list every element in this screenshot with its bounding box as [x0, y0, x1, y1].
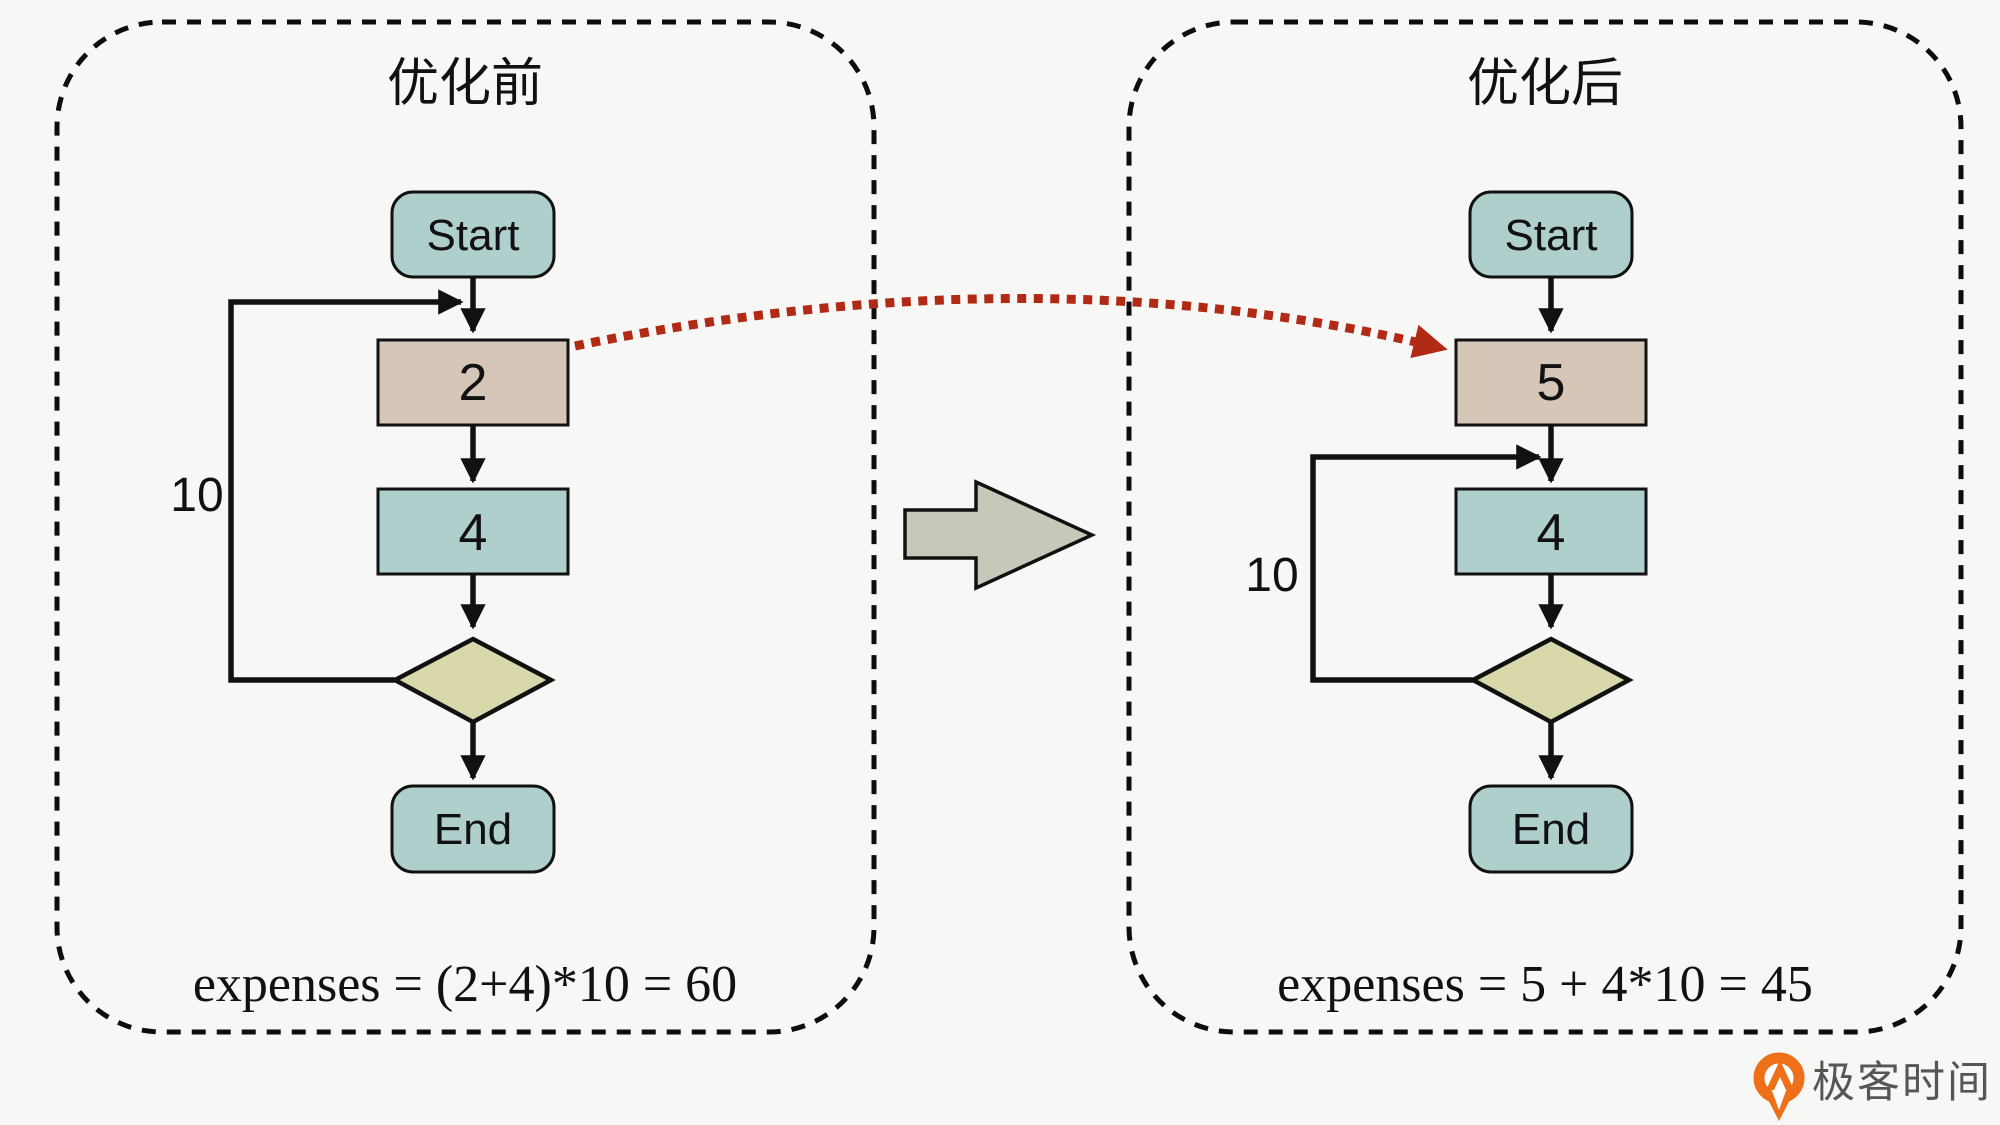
before-formula: expenses = (2+4)*10 = 60: [193, 956, 737, 1013]
before-panel-border: [54, 19, 877, 1035]
after-panel: 优化后 Start 5 4 End 10 expenses = 5 + 4*10…: [1126, 19, 1964, 1035]
before-loop-count: 10: [170, 469, 223, 522]
geektime-logo: 极客时间: [1753, 1052, 1992, 1121]
after-loop-count: 10: [1245, 549, 1298, 602]
before-loop-back-arrow: [228, 289, 464, 683]
logo-inner-arrow-notch: [1774, 1077, 1786, 1090]
before-panel: 优化前 Start 2 4 End 10 expenses = (2+4)*10…: [54, 19, 877, 1035]
after-panel-title: 优化后: [1467, 55, 1623, 113]
geektime-logo-icon: [1753, 1052, 1805, 1121]
after-loop-back-arrow: [1310, 444, 1542, 683]
after-end-label: End: [1512, 805, 1590, 854]
before-panel-title: 优化前: [387, 55, 543, 113]
logo-inner-arrow: [1766, 1060, 1794, 1090]
after-start-label: Start: [1505, 211, 1598, 260]
after-expense1-label: 5: [1537, 354, 1566, 412]
optimization-link-arrow: [574, 294, 1448, 359]
before-expense1-node: [376, 338, 570, 427]
before-start-label: Start: [427, 211, 520, 260]
logo-tail-notch: [1771, 1088, 1787, 1110]
after-expense2-label: 4: [1537, 504, 1566, 562]
after-panel-border: [1126, 19, 1964, 1035]
before-end-node: [390, 784, 556, 874]
after-end-node: [1468, 784, 1634, 874]
transform-arrow-icon: [903, 479, 1097, 591]
after-expense1-node: [1454, 338, 1648, 427]
before-expense2-label: 4: [459, 504, 488, 562]
after-formula: expenses = 5 + 4*10 = 45: [1277, 956, 1813, 1013]
before-expense1-label: 2: [459, 354, 488, 412]
before-end-label: End: [434, 805, 512, 854]
geektime-logo-text: 极客时间: [1812, 1059, 1992, 1107]
